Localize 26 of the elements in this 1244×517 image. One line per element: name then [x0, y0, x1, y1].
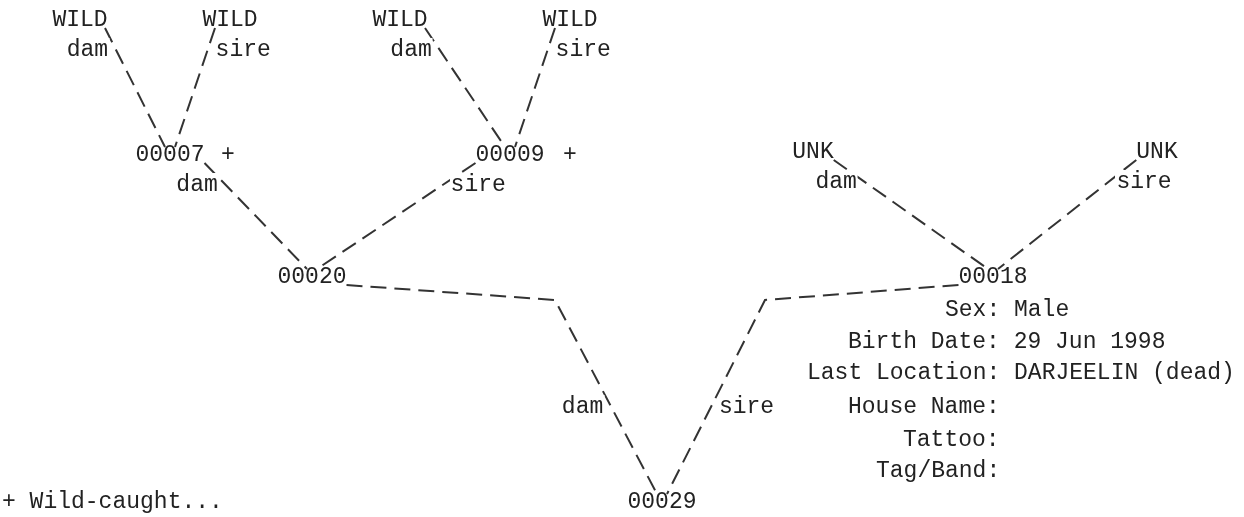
pedigree-line	[203, 162, 308, 270]
animal-id: WILD	[372, 8, 428, 32]
info-text: Tag/Band:	[876, 459, 1001, 483]
info-text: Sex: Male	[945, 298, 1070, 322]
animal-id: WILD	[52, 8, 108, 32]
animal-id: UNK	[792, 140, 834, 164]
pedigree-line	[666, 284, 960, 495]
animal-id: UNK	[1136, 140, 1178, 164]
animal-id: WILD	[202, 8, 258, 32]
animal-id: 00018	[958, 265, 1028, 289]
cross-mark: +	[563, 143, 577, 167]
animal-id: WILD	[542, 8, 598, 32]
animal-id: 00009	[475, 143, 545, 167]
animal-id: 00029	[627, 490, 697, 514]
pedigree-line	[514, 27, 556, 148]
info-text: Last Location: DARJEELIN (dead)	[807, 361, 1235, 385]
footnote: + Wild-caught...	[2, 490, 223, 514]
pedigree-line	[174, 27, 216, 148]
info-text: Tattoo:	[903, 428, 1000, 452]
info-text: House Name:	[848, 395, 1000, 419]
info-text: Birth Date: 29 Jun 1998	[848, 330, 1166, 354]
animal-id: 00020	[277, 265, 347, 289]
cross-mark: +	[221, 143, 235, 167]
pedigree-line	[997, 159, 1138, 270]
pedigree-line	[104, 27, 166, 148]
animal-id: 00007	[135, 143, 205, 167]
